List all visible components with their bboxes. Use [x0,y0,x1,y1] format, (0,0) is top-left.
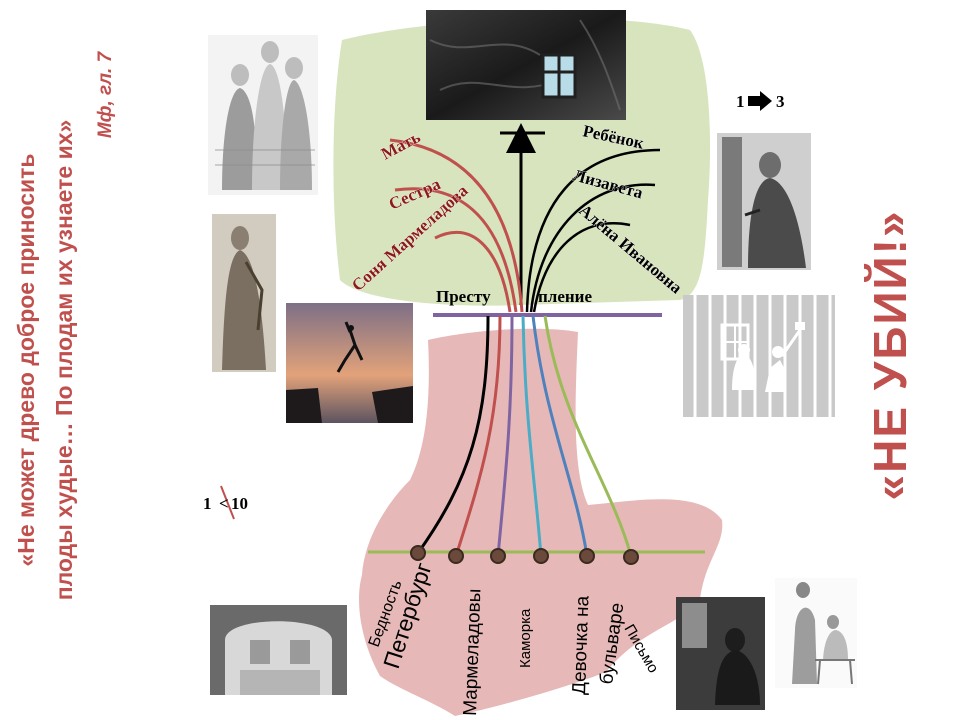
branch-line-alyona [532,222,631,313]
root-knot [623,549,639,565]
epigraph-line-2: плоды худые… По плодам их узнаете их» [51,119,77,601]
window-illustration [426,10,626,120]
root-knot [490,548,506,564]
ratio-bottom-left: 1 [203,494,212,513]
epigraph-line-1: «Не может древо доброе приносить [13,153,39,567]
ratio-top-right: 3 [776,92,785,111]
branch-line-mother [389,138,524,313]
ratio-bottom-right: 10 [231,494,248,513]
root-line-girl [531,315,589,557]
root-line-poverty [416,315,490,554]
branch-line-sonya [434,230,512,313]
branch-line-sister [394,187,518,313]
root-knot [533,548,549,564]
root-knot [579,548,595,564]
courtyard-illustration [210,605,347,695]
commandment-text: «НЕ УБИЙ!» [864,209,916,501]
branch-line-child [525,148,661,313]
root-line-marmeladovs [496,315,514,557]
root-line-closet [521,315,543,557]
man-at-door-illustration [717,133,811,270]
root-label-marmeladovs: Мармеладовы [460,588,485,716]
ratio-top-left: 1 [736,92,745,111]
boulevard-illustration [775,578,857,688]
root-knots [410,545,639,565]
tree-roots [359,328,723,716]
arrow-right-icon [748,91,772,111]
epigraph-source-text: Мф, гл. 7 [95,51,116,139]
root-label-girl-1: Девочка на [569,595,593,695]
crime-label-left: Престу [436,287,491,306]
woman-standing-illustration [212,214,276,372]
root-line-letter [543,315,633,557]
root-knot [448,548,464,564]
crime-label-right: пление [538,287,592,306]
leap-illustration [286,303,413,423]
axe-scene-illustration [683,295,835,417]
dark-room-illustration [676,597,765,710]
strike-mark [220,485,235,520]
branch-line-lizaveta [529,183,656,313]
root-line-petersburg [454,315,502,557]
root-knot [410,545,426,561]
root-label-closet: Каморка [517,608,534,668]
ratio-bottom-sign: < [219,494,229,513]
women-group-illustration [208,35,318,195]
